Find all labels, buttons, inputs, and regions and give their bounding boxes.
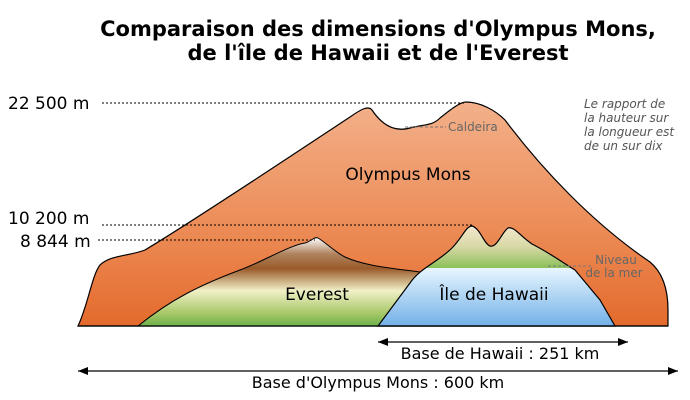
ratio-note-line-1: Le rapport de: [584, 97, 665, 111]
caldera-label: Caldeira: [448, 120, 498, 134]
title-line-1: Comparaison des dimensions d'Olympus Mon…: [100, 17, 656, 41]
sea-level-label-1: Niveau: [595, 253, 637, 267]
olympus-label: Olympus Mons: [345, 165, 470, 185]
ratio-note-line-2: la hauteur sur: [584, 111, 669, 125]
sea-level-label-2: de la mer: [585, 266, 642, 280]
altitude-everest: 8 844 m: [20, 232, 91, 252]
olympus-base-label: Base d'Olympus Mons : 600 km: [252, 373, 505, 392]
altitude-olympus: 22 500 m: [8, 94, 89, 114]
hawaii-label: Île de Hawaii: [438, 283, 548, 305]
olympus-base-arrow: Base d'Olympus Mons : 600 km: [78, 367, 678, 392]
hawaii-base-arrow: Base de Hawaii : 251 km: [378, 338, 628, 363]
ratio-note: Le rapport de la hauteur sur la longueur…: [584, 97, 675, 153]
title-line-2: de l'île de Hawaii et de l'Everest: [188, 41, 569, 65]
everest-label: Everest: [285, 285, 349, 305]
ratio-note-line-3: la longueur est: [584, 125, 675, 139]
everest-shape: [136, 237, 431, 327]
ratio-note-line-4: de un sur dix: [584, 139, 663, 153]
hawaii-base-label: Base de Hawaii : 251 km: [401, 344, 600, 363]
altitude-hawaii: 10 200 m: [8, 209, 89, 229]
